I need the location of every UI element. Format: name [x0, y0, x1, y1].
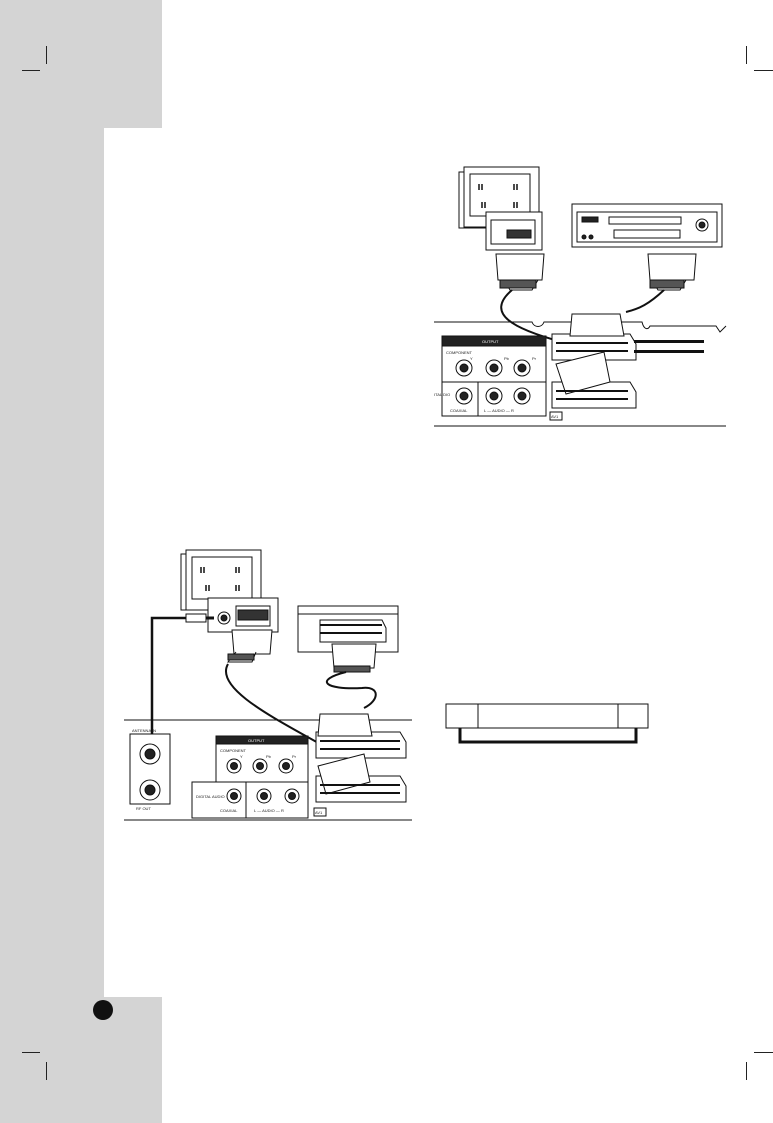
pb-label: Pb [504, 356, 510, 361]
top-margin-tab [104, 0, 162, 128]
coaxial-label: COAXIAL [450, 408, 468, 413]
tv-icon [180, 549, 279, 633]
bracket-line [458, 728, 638, 744]
audio-label: L — AUDIO — R [254, 808, 284, 813]
crop-mark-bottom-left-h [22, 1052, 40, 1053]
pr-label: Pr [292, 754, 297, 759]
tv-rf-scart-svg: ANTENNA IN RF OUT OUTPUT COMPONENT Y Pb … [124, 549, 412, 821]
scart-plug-tv [495, 253, 545, 291]
scart-plug-tv [226, 629, 273, 663]
output-label: OUTPUT [248, 738, 265, 743]
crop-mark-top-left-v [46, 46, 47, 64]
coaxial-label: COAXIAL [220, 808, 238, 813]
crop-mark-top-left-h [22, 70, 40, 71]
scart-plug-external [331, 643, 377, 673]
page-number-dot [93, 1000, 113, 1020]
tv-icon [458, 166, 543, 251]
scart-connector-1 [317, 713, 373, 737]
bottom-margin-tab [104, 997, 162, 1123]
vcr-icon [571, 203, 723, 248]
pb-label: Pb [266, 754, 272, 759]
y-label: Y [470, 356, 473, 361]
component-label: COMPONENT [446, 350, 473, 355]
audio-label: L — AUDIO — R [484, 408, 514, 413]
bracket-diagram [440, 700, 654, 748]
crop-mark-top-right-h [754, 70, 773, 71]
left-margin-band [0, 0, 104, 1123]
rf-out-label: RF OUT [136, 806, 151, 811]
component-label: COMPONENT [220, 748, 247, 753]
scart-plug-vcr [647, 253, 697, 291]
scart-label: AV1 [315, 810, 323, 815]
antenna-in-label: ANTENNA IN [132, 728, 156, 733]
output-label: OUTPUT [482, 339, 499, 344]
scart-label: AV1 [551, 414, 559, 419]
digital-audio-label: ITAL DIO [434, 392, 450, 397]
pr-label: Pr [532, 356, 537, 361]
rear-panel [434, 321, 727, 427]
crop-mark-bottom-right-h [754, 1052, 773, 1053]
tv-rf-scart-diagram: ANTENNA IN RF OUT OUTPUT COMPONENT Y Pb … [124, 548, 416, 824]
crop-mark-top-right-v [746, 46, 747, 64]
crop-mark-bottom-right-v [746, 1062, 747, 1080]
digital-audio-label: DIGITAL AUDIO [196, 794, 225, 799]
scart-connector-1 [569, 313, 625, 337]
y-label: Y [240, 754, 243, 759]
scart-connector-2 [555, 351, 611, 395]
crop-mark-bottom-left-v [46, 1062, 47, 1080]
tv-vcr-scart-diagram: OUTPUT COMPONENT Y Pb Pr ITAL DIO COAXIA… [434, 164, 730, 428]
tv-vcr-scart-svg: OUTPUT COMPONENT Y Pb Pr ITAL DIO COAXIA… [434, 166, 727, 427]
bracket-box [445, 703, 649, 729]
